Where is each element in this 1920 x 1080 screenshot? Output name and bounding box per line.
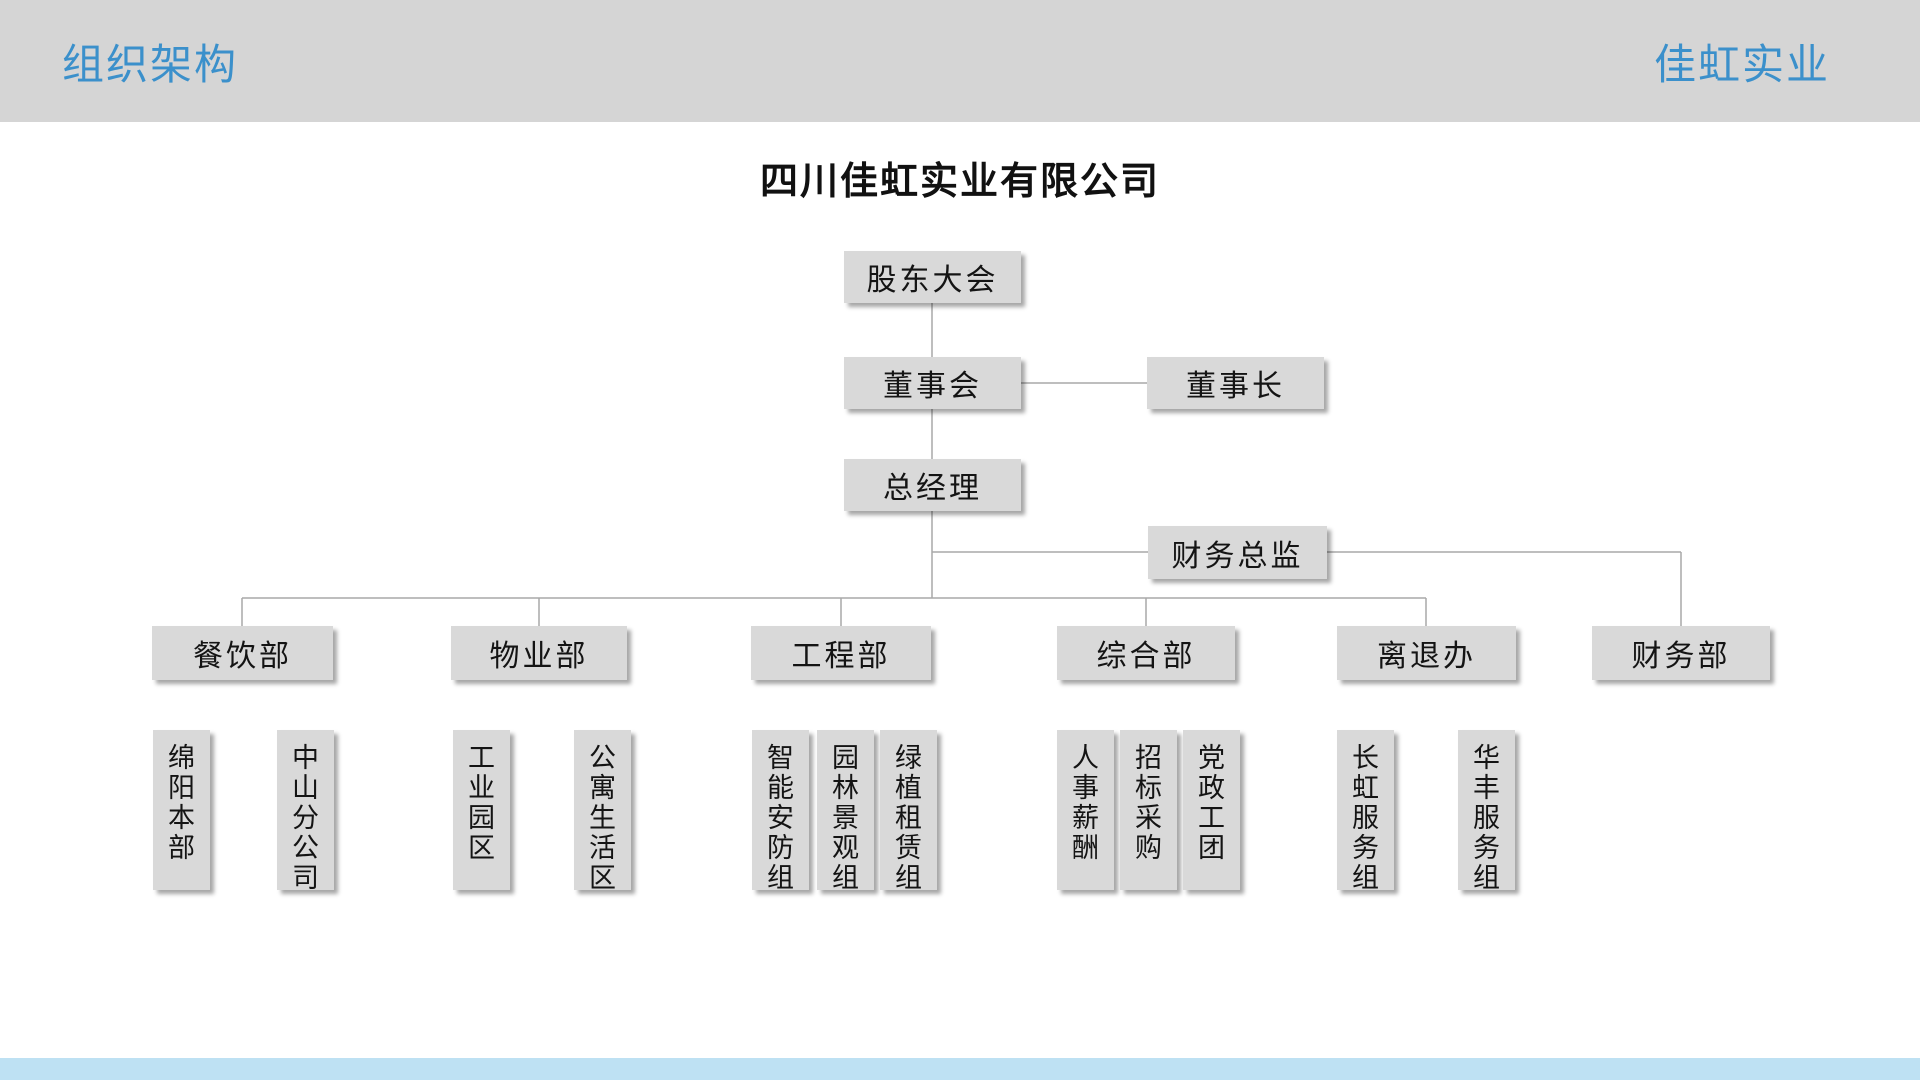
sub-node-huafeng-service-group: 华 丰 服 务 组 xyxy=(1458,730,1515,893)
sub-node-mianyang-hq: 绵 阳 本 部 xyxy=(153,730,210,890)
header-bar: 组织架构 佳虹实业 xyxy=(0,0,1920,122)
header-right-label: 佳虹实业 xyxy=(1653,40,1830,88)
sub-node-greenery-rental-group: 绿 植 租 赁 组 xyxy=(880,730,937,893)
org-node-dept-general-affairs: 综合部 xyxy=(1057,626,1235,680)
org-node-dept-engineering: 工程部 xyxy=(751,626,931,680)
org-node-dept-retirees-office: 离退办 xyxy=(1337,626,1516,680)
sub-node-apartment-living-area: 公 寓 生 活 区 xyxy=(574,730,631,893)
sub-node-bidding-procurement: 招 标 采 购 xyxy=(1120,730,1177,890)
sub-node-zhongshan-branch: 中 山 分 公 司 xyxy=(277,730,334,893)
org-node-chairman: 董事长 xyxy=(1147,357,1324,409)
org-node-board-of-directors: 董事会 xyxy=(844,357,1021,409)
sub-node-landscape-group: 园 林 景 观 组 xyxy=(817,730,874,893)
org-node-general-manager: 总经理 xyxy=(844,459,1021,511)
org-node-dept-catering: 餐饮部 xyxy=(152,626,333,680)
sub-node-smart-security-group: 智 能 安 防 组 xyxy=(752,730,809,893)
company-title: 四川佳虹实业有限公司 xyxy=(759,161,1160,203)
org-node-cfo: 财务总监 xyxy=(1148,526,1327,579)
org-node-shareholders-meeting: 股东大会 xyxy=(844,251,1021,303)
sub-node-hr-payroll: 人 事 薪 酬 xyxy=(1057,730,1114,890)
sub-node-party-政-union: 党 政 工 团 xyxy=(1183,730,1240,890)
footer-bar xyxy=(0,1058,1920,1080)
org-node-dept-finance: 财务部 xyxy=(1592,626,1770,680)
header-left-label: 组织架构 xyxy=(62,40,239,88)
sub-node-changhong-service-group: 长 虹 服 务 组 xyxy=(1337,730,1394,893)
sub-node-industrial-park: 工 业 园 区 xyxy=(453,730,510,890)
org-node-dept-property: 物业部 xyxy=(451,626,627,680)
